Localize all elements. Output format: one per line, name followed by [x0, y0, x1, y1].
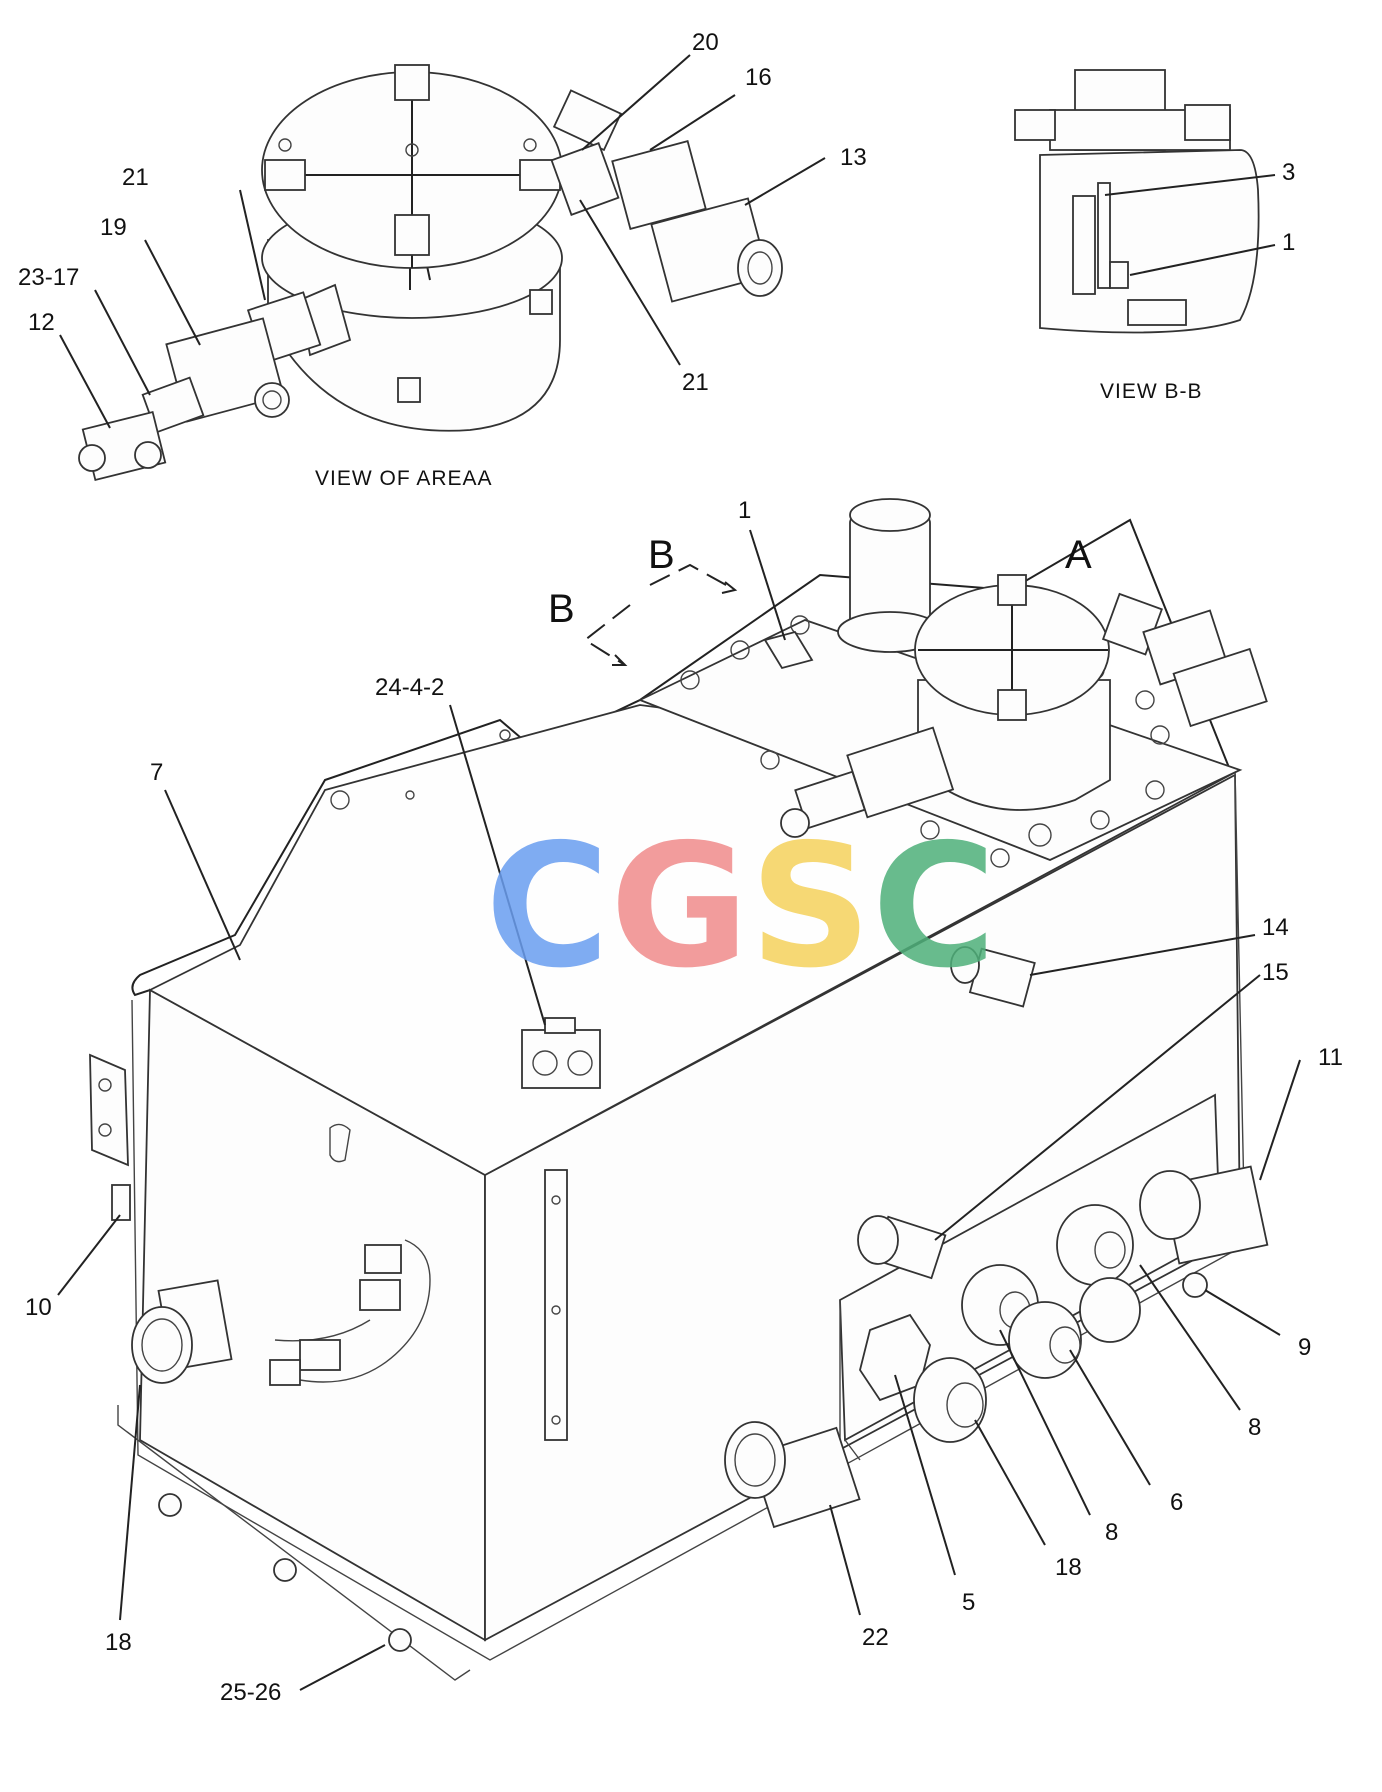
section-label-b-left: B	[548, 587, 575, 631]
watermark-letter: S	[749, 808, 871, 1006]
watermark-text: CGSC	[485, 808, 997, 1006]
callout-7: 7	[150, 759, 163, 786]
callout-24-4-2: 24-4-2	[375, 674, 444, 701]
callout-22: 22	[862, 1624, 889, 1651]
callout-3: 3	[1282, 159, 1295, 186]
callout-21-left: 21	[122, 164, 149, 191]
watermark-letter: C	[485, 808, 610, 1006]
callout-5: 5	[962, 1589, 975, 1616]
leader-lines	[57, 54, 1301, 1691]
callout-18-right: 18	[1055, 1554, 1082, 1581]
callout-15: 15	[1262, 959, 1289, 986]
callout-16: 16	[745, 64, 772, 91]
callout-6: 6	[1170, 1489, 1183, 1516]
watermark: CGSC	[485, 808, 997, 1006]
callout-13: 13	[840, 144, 867, 171]
callout-8-upper: 8	[1248, 1414, 1261, 1441]
callout-12: 12	[28, 309, 55, 336]
detail-label-a: A	[1065, 533, 1092, 577]
callout-numbers: 20 16 13 21 19 23-17 12 21 3 1 1 24-4-2 …	[18, 29, 1343, 1706]
hydraulic-tank-drawing	[89, 498, 1269, 1681]
callout-18-left: 18	[105, 1629, 132, 1656]
callout-9: 9	[1298, 1334, 1311, 1361]
section-label-b-right: B	[648, 533, 675, 577]
callout-10: 10	[25, 1294, 52, 1321]
caption-view-b-b: VIEW B-B	[1100, 380, 1203, 403]
callout-11: 11	[1318, 1044, 1343, 1071]
callout-8-lower: 8	[1105, 1519, 1118, 1546]
callout-23-17: 23-17	[18, 264, 79, 291]
callout-21-right: 21	[682, 369, 709, 396]
callout-14: 14	[1262, 914, 1289, 941]
callout-20: 20	[692, 29, 719, 56]
view-b-b-drawing	[1014, 69, 1260, 334]
watermark-letter: G	[610, 808, 750, 1006]
callout-25-26: 25-26	[220, 1679, 281, 1706]
watermark-letter: C	[872, 808, 997, 1006]
view-area-a-drawing	[78, 64, 783, 482]
caption-view-area-a: VIEW OF AREAA	[315, 467, 493, 490]
callout-19: 19	[100, 214, 127, 241]
callout-1-view-b: 1	[1282, 229, 1295, 256]
callout-1-main: 1	[738, 497, 751, 524]
